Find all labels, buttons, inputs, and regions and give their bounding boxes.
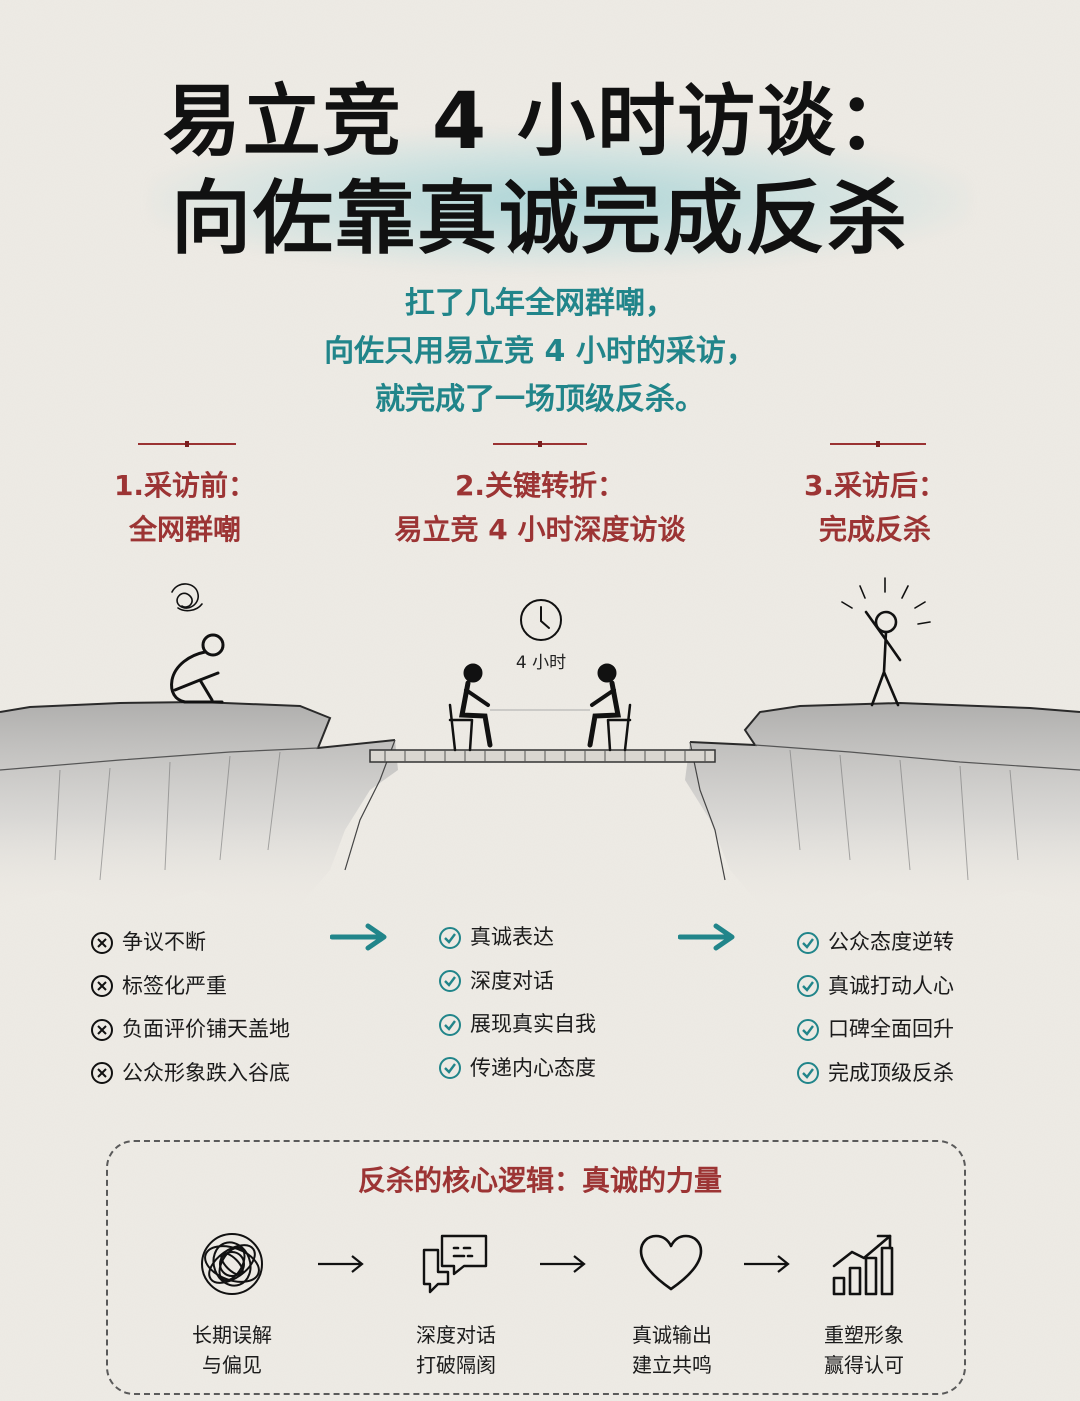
- list-item-label: 深度对话: [470, 968, 554, 993]
- turning-list: 真诚表达 深度对话 展现真实自我 传递内心态度: [438, 916, 596, 1090]
- logic-step-line-2: 打破隔阂: [416, 1353, 496, 1377]
- cliff-bridge-illustration: [0, 577, 1080, 915]
- before-list: 争议不断 标签化严重 负面评价铺天盖地 公众形象跌入谷底: [90, 921, 290, 1095]
- logic-step-label: 长期误解 与偏见: [142, 1320, 322, 1380]
- stage-1-name: 全网群嘲: [128, 513, 241, 546]
- logic-step-line-2: 与偏见: [202, 1353, 262, 1377]
- list-item: 标签化严重: [90, 965, 290, 1009]
- list-item-label: 标签化严重: [122, 973, 227, 998]
- right-cliff: [685, 701, 1080, 915]
- logic-step-line-1: 真诚输出: [632, 1323, 712, 1347]
- stage-2-heading: 2.关键转折：: [454, 469, 626, 502]
- list-item-label: 真诚表达: [470, 925, 554, 949]
- list-item: 深度对话: [438, 960, 596, 1004]
- logic-step-label: 真诚输出 建立共鸣: [582, 1320, 762, 1380]
- check-circle-icon: [797, 1018, 819, 1041]
- stage-2-divider: [493, 443, 587, 445]
- stage-2-name: 易立竞 4 小时深度访谈: [394, 513, 686, 546]
- check-circle-icon: [797, 1062, 819, 1085]
- list-item-label: 公众态度逆转: [828, 930, 954, 954]
- x-circle-icon: [91, 1018, 113, 1041]
- title-highlight: [150, 130, 970, 270]
- check-circle-icon: [439, 1013, 461, 1036]
- clock-label: 4 小时: [515, 653, 567, 673]
- list-item-label: 真诚打动人心: [828, 973, 954, 998]
- check-circle-icon: [797, 975, 819, 998]
- list-item-label: 展现真实自我: [470, 1012, 596, 1036]
- core-logic-title: 反杀的核心逻辑：真诚的力量: [357, 1164, 722, 1197]
- cheering-figure-icon: [841, 577, 931, 707]
- page-title-line-1: 易立竞 4 小时访谈：: [162, 77, 918, 167]
- list-item: 口碑全面回升: [796, 1008, 954, 1052]
- list-item: 完成顶级反杀: [796, 1052, 954, 1096]
- interviewee-figure-icon: [587, 663, 632, 752]
- tangle-icon: [201, 1233, 263, 1295]
- stage-1-divider: [138, 443, 236, 445]
- page-title-line-2: 向佐靠真诚完成反杀: [171, 172, 909, 265]
- logic-step-line-2: 赢得认可: [824, 1353, 904, 1377]
- list-item-label: 争议不断: [122, 930, 206, 954]
- stage-3-divider: [830, 443, 926, 445]
- x-circle-icon: [91, 975, 113, 998]
- wooden-bridge: [369, 749, 716, 763]
- list-item-label: 负面评价铺天盖地: [122, 1017, 290, 1041]
- list-item-label: 完成顶级反杀: [828, 1060, 954, 1085]
- list-item: 争议不断: [90, 921, 290, 965]
- logic-step-line-1: 深度对话: [416, 1323, 496, 1347]
- list-item: 负面评价铺天盖地: [90, 1008, 290, 1052]
- logic-step-line-2: 建立共鸣: [632, 1353, 712, 1377]
- arrow-right-icon: [318, 1255, 364, 1273]
- check-circle-icon: [439, 1057, 461, 1080]
- logic-step-label: 深度对话 打破隔阂: [366, 1320, 546, 1380]
- stage-3-name: 完成反杀: [818, 513, 931, 546]
- subtitle-line-1: 扛了几年全网群嘲，: [405, 286, 675, 321]
- list-item: 公众形象跌入谷底: [90, 1052, 290, 1096]
- subtitle-line-2: 向佐只用易立竞 4 小时的采访，: [324, 334, 756, 369]
- list-item-label: 口碑全面回升: [828, 1017, 954, 1041]
- logic-step-line-1: 重塑形象: [824, 1323, 904, 1347]
- list-item: 真诚表达: [438, 916, 596, 960]
- list-item: 公众态度逆转: [796, 921, 954, 965]
- arrow-right-icon: [330, 923, 387, 951]
- arrow-right-icon: [540, 1255, 586, 1273]
- list-item-label: 传递内心态度: [470, 1055, 596, 1080]
- check-circle-icon: [439, 926, 461, 949]
- arrow-right-icon: [744, 1255, 790, 1273]
- heart-icon: [639, 1234, 703, 1291]
- subtitle-line-3: 就完成了一场顶级反杀。: [375, 382, 705, 417]
- core-logic-panel: [106, 1140, 966, 1395]
- interviewer-figure-icon: [448, 663, 493, 752]
- check-circle-icon: [439, 970, 461, 993]
- list-item: 展现真实自我: [438, 1003, 596, 1047]
- growth-chart-icon: [832, 1234, 894, 1296]
- list-item: 真诚打动人心: [796, 965, 954, 1009]
- list-item: 传递内心态度: [438, 1047, 596, 1091]
- check-circle-icon: [797, 931, 819, 954]
- left-cliff: [0, 700, 398, 915]
- list-item-label: 公众形象跌入谷底: [122, 1060, 290, 1085]
- stage-3-heading: 3.采访后：: [803, 469, 947, 502]
- clock-icon: [520, 599, 562, 641]
- logic-step-label: 重塑形象 赢得认可: [774, 1320, 954, 1380]
- chat-icon: [422, 1234, 488, 1294]
- stage-1-heading: 1.采访前：: [113, 469, 257, 502]
- x-circle-icon: [91, 1062, 113, 1085]
- arrow-right-icon: [678, 923, 735, 951]
- logic-step-line-1: 长期误解: [192, 1323, 272, 1347]
- sad-figure-icon: [170, 583, 225, 704]
- after-list: 公众态度逆转 真诚打动人心 口碑全面回升 完成顶级反杀: [796, 921, 954, 1095]
- x-circle-icon: [91, 931, 113, 954]
